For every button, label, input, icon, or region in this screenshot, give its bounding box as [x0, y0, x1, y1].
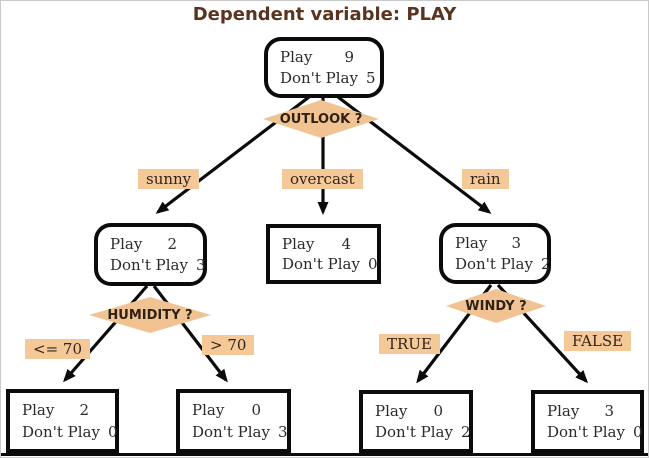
dont-play-value: 0: [107, 422, 118, 441]
node-root: Play 9 Don't Play 5: [264, 37, 384, 98]
play-label: Play: [375, 401, 408, 420]
frame-bottom-border: [1, 453, 648, 456]
play-value: 2: [79, 401, 89, 419]
node-row-play: Play 0: [192, 402, 261, 419]
branch-label-true: TRUE: [379, 334, 440, 354]
play-label: Play: [280, 48, 313, 66]
node-leaf-windy-false: Play 3 Don't Play 0: [531, 390, 644, 453]
dont-play-label: Don't Play: [547, 422, 625, 441]
dont-play-value: 2: [540, 254, 551, 273]
node-row-dont-play: Don't Play 0: [22, 423, 118, 441]
node-row-play: Play 4: [282, 236, 351, 253]
branch-label-false: FALSE: [564, 331, 632, 351]
dont-play-value: 0: [632, 422, 643, 441]
dont-play-label: Don't Play: [22, 422, 100, 441]
decision-outlook-label: OUTLOOK ?: [279, 111, 363, 127]
node-row-dont-play: Don't Play 3: [192, 423, 288, 441]
node-leaf-gt70: Play 0 Don't Play 3: [176, 389, 291, 453]
node-row-play: Play 2: [110, 236, 177, 253]
play-label: Play: [22, 401, 55, 419]
node-overcast: Play 4 Don't Play 0: [266, 224, 381, 284]
dont-play-value: 0: [367, 254, 378, 273]
play-label: Play: [192, 401, 225, 419]
play-value: 3: [511, 234, 521, 252]
play-value: 3: [604, 401, 614, 420]
dont-play-value: 3: [277, 422, 288, 441]
page-title: Dependent variable: PLAY: [192, 4, 457, 25]
branch-label-rain: rain: [462, 169, 509, 189]
node-row-dont-play: Don't Play 5: [280, 69, 376, 87]
node-row-dont-play: Don't Play 3: [110, 257, 206, 274]
play-label: Play: [455, 234, 488, 252]
branch-label-le70: <= 70: [25, 339, 90, 359]
branch-label-gt70: > 70: [202, 335, 255, 355]
node-row-play: Play 2: [22, 402, 89, 419]
node-row-play: Play 3: [455, 235, 521, 252]
node-row-dont-play: Don't Play 2: [455, 255, 551, 273]
play-value: 9: [344, 48, 354, 66]
decision-windy-label: WINDY ?: [465, 298, 527, 314]
dont-play-value: 2: [460, 422, 471, 441]
dont-play-label: Don't Play: [110, 255, 188, 274]
play-value: 2: [167, 234, 177, 253]
branch-label-overcast: overcast: [282, 169, 363, 189]
dont-play-label: Don't Play: [192, 422, 270, 441]
play-label: Play: [110, 234, 143, 253]
node-row-play: Play 9: [280, 49, 354, 66]
play-value: 0: [251, 401, 261, 419]
edge-humidity-gt70: [152, 285, 228, 383]
dont-play-label: Don't Play: [282, 254, 360, 273]
node-row-dont-play: Don't Play 0: [282, 256, 378, 273]
node-rain: Play 3 Don't Play 2: [439, 223, 551, 284]
node-leaf-windy-true: Play 0 Don't Play 2: [359, 390, 473, 453]
dont-play-label: Don't Play: [280, 68, 358, 87]
dont-play-value: 3: [195, 255, 206, 274]
play-label: Play: [282, 234, 315, 253]
dont-play-label: Don't Play: [455, 254, 533, 273]
play-label: Play: [547, 401, 580, 420]
node-row-dont-play: Don't Play 2: [375, 424, 471, 441]
node-row-play: Play 0: [375, 403, 443, 420]
node-sunny: Play 2 Don't Play 3: [94, 223, 207, 286]
branch-label-sunny: sunny: [138, 169, 200, 189]
dont-play-value: 5: [365, 68, 376, 87]
play-value: 0: [433, 401, 443, 420]
play-value: 4: [341, 234, 351, 253]
node-row-play: Play 3: [547, 403, 614, 420]
node-leaf-le70: Play 2 Don't Play 0: [6, 389, 119, 453]
node-row-dont-play: Don't Play 0: [547, 424, 643, 441]
decision-humidity-label: HUMIDITY ?: [107, 307, 193, 323]
dont-play-label: Don't Play: [375, 422, 453, 441]
edge-humidity-le70: [63, 284, 149, 383]
